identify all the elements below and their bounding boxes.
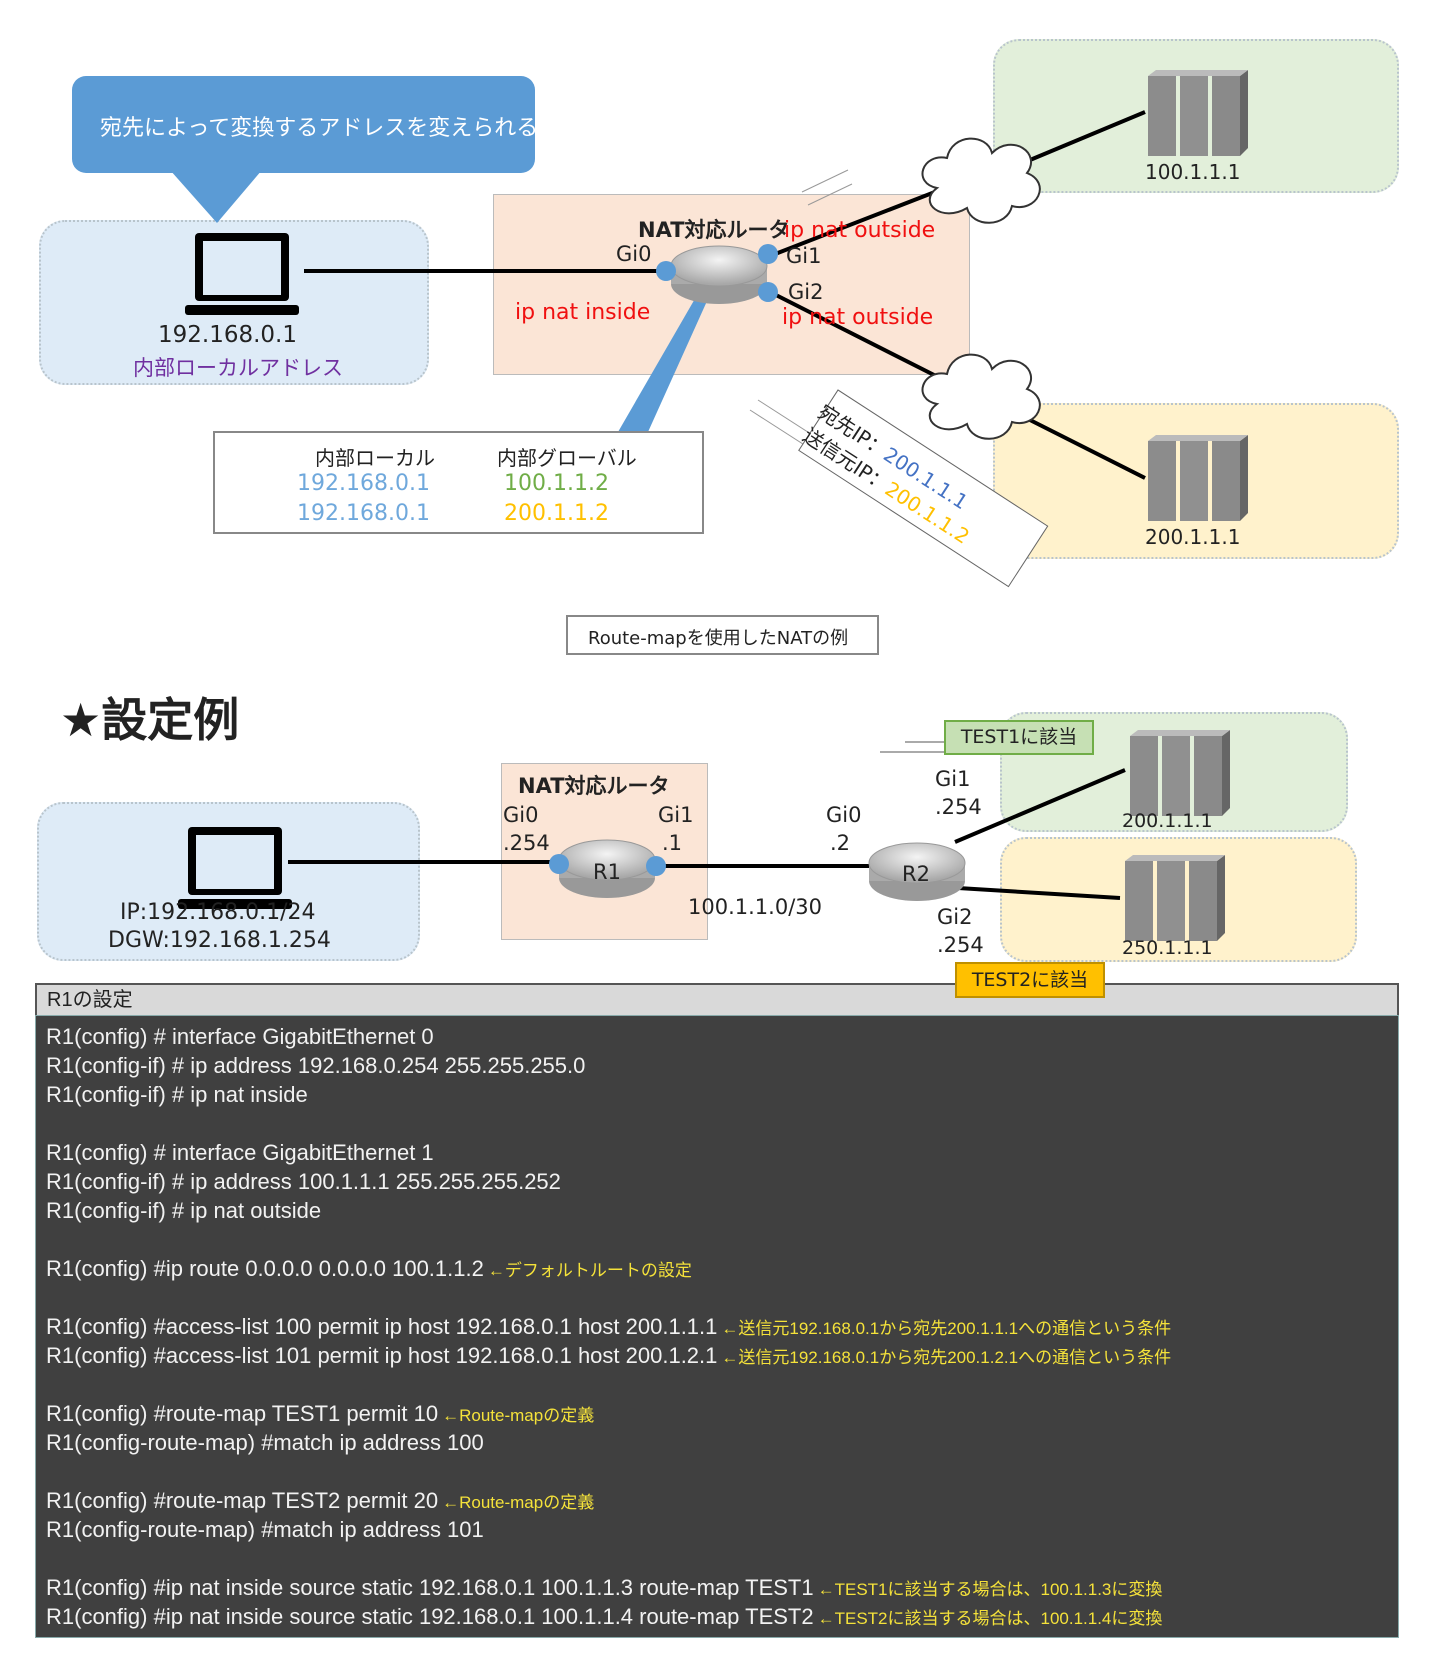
config-line: R1(config) # interface GigabitEthernet 1 <box>46 1138 1388 1167</box>
config-note: ←TEST2に該当する場合は、100.1.1.4に変換 <box>817 1609 1163 1628</box>
config-command: R1(config) #route-map TEST1 permit 10 <box>46 1401 439 1426</box>
config-line: R1(config-if) # ip nat outside <box>46 1196 1388 1225</box>
config-note: ←デフォルトルートの設定 <box>487 1261 692 1280</box>
r2-label: R2 <box>902 862 930 886</box>
config-command: R1(config-route-map) #match ip address 1… <box>46 1517 484 1542</box>
config-command: R1(config) # interface GigabitEthernet 1 <box>46 1140 434 1165</box>
r1-gi1: Gi1 <box>658 803 694 827</box>
config-command: R1(config) #route-map TEST2 permit 20 <box>46 1488 439 1513</box>
server2-ip: 200.1.1.1 <box>1145 525 1241 549</box>
ip-nat-inside-label: ip nat inside <box>515 300 651 325</box>
gi1-label: Gi1 <box>786 244 822 268</box>
config-command: R1(config) # interface GigabitEthernet 0 <box>46 1024 434 1049</box>
r2-gi1-ip: .254 <box>935 795 982 819</box>
config-line: R1(config) #ip nat inside source static … <box>46 1602 1388 1631</box>
config-command: R1(config-route-map) #match ip address 1… <box>46 1430 484 1455</box>
table-header-global: 内部グローバル <box>497 446 637 470</box>
config-command: R1(config) #ip nat inside source static … <box>46 1604 814 1629</box>
r2-gi0-ip: .2 <box>830 831 851 855</box>
config-command: R1(config-if) # ip nat outside <box>46 1198 322 1223</box>
gi0-label: Gi0 <box>616 242 652 266</box>
server1-ip-2: 200.1.1.1 <box>1122 810 1213 832</box>
config-command: R1(config-if) # ip nat inside <box>46 1082 308 1107</box>
config-line <box>46 1109 1388 1138</box>
router-title: NAT対応ルータ <box>638 218 790 242</box>
config-note: ←Route-mapの定義 <box>442 1493 595 1512</box>
config-command: R1(config) #access-list 101 permit ip ho… <box>46 1343 718 1368</box>
ip-nat-outside-label-1: ip nat outside <box>784 218 936 243</box>
config-line: R1(config-if) # ip address 192.168.0.254… <box>46 1051 1388 1080</box>
r1-label: R1 <box>593 860 621 884</box>
link-subnet: 100.1.1.0/30 <box>688 895 822 919</box>
table-header-local: 内部ローカル <box>315 446 435 470</box>
config-command: R1(config-if) # ip address 100.1.1.1 255… <box>46 1169 561 1194</box>
test2-badge: TEST2に該当 <box>955 962 1105 998</box>
config-title: R1の設定 <box>35 983 1399 1015</box>
section-heading: ★設定例 <box>60 693 240 747</box>
config-line: R1(config) #route-map TEST2 permit 20←Ro… <box>46 1486 1388 1515</box>
config-note: ←TEST1に該当する場合は、100.1.1.3に変換 <box>817 1580 1163 1599</box>
config-line: R1(config-route-map) #match ip address 1… <box>46 1428 1388 1457</box>
config-note: ←送信元192.168.0.1から宛先200.1.2.1への通信という条件 <box>721 1348 1172 1367</box>
r1-gi0-ip: .254 <box>503 831 550 855</box>
pc-label: 内部ローカルアドレス <box>133 356 343 380</box>
config-line: R1(config-if) # ip address 100.1.1.1 255… <box>46 1167 1388 1196</box>
r1-gi0: Gi0 <box>503 803 539 827</box>
config-command: R1(config) #ip nat inside source static … <box>46 1575 814 1600</box>
server2-ip-2: 250.1.1.1 <box>1122 937 1213 959</box>
figure-caption: Route-mapを使用したNATの例 <box>588 628 849 649</box>
config-command: R1(config) #ip route 0.0.0.0 0.0.0.0 100… <box>46 1256 484 1281</box>
test1-badge: TEST1に該当 <box>944 720 1094 755</box>
nat-table-box <box>213 431 704 534</box>
config-line: R1(config) #ip nat inside source static … <box>46 1573 1388 1602</box>
table-cell: 100.1.1.2 <box>504 471 609 496</box>
r2-gi2-ip: .254 <box>937 933 984 957</box>
pc-ip: 192.168.0.1 <box>158 322 297 348</box>
r2-gi1: Gi1 <box>935 767 971 791</box>
config-command: R1(config-if) # ip address 192.168.0.254… <box>46 1053 586 1078</box>
config-line <box>46 1370 1388 1399</box>
pc-dgw: DGW:192.168.1.254 <box>108 928 331 953</box>
config-command: R1(config) #access-list 100 permit ip ho… <box>46 1314 718 1339</box>
config-line <box>46 1283 1388 1312</box>
table-cell: 192.168.0.1 <box>297 471 430 496</box>
config-line: R1(config) #ip route 0.0.0.0 0.0.0.0 100… <box>46 1254 1388 1283</box>
server1-ip: 100.1.1.1 <box>1145 160 1241 184</box>
config-note: ←Route-mapの定義 <box>442 1406 595 1425</box>
router-title-2: NAT対応ルータ <box>518 774 670 798</box>
table-cell: 200.1.1.2 <box>504 501 609 526</box>
config-line: R1(config-if) # ip nat inside <box>46 1080 1388 1109</box>
ip-nat-outside-label-2: ip nat outside <box>782 305 934 330</box>
r2-gi0: Gi0 <box>826 803 862 827</box>
r1-gi1-ip: .1 <box>662 831 683 855</box>
config-line: R1(config) #access-list 100 permit ip ho… <box>46 1312 1388 1341</box>
config-line <box>46 1544 1388 1573</box>
r2-gi2: Gi2 <box>937 905 973 929</box>
config-line: R1(config) # interface GigabitEthernet 0 <box>46 1022 1388 1051</box>
config-line: R1(config-route-map) #match ip address 1… <box>46 1515 1388 1544</box>
config-line <box>46 1457 1388 1486</box>
config-line: R1(config) #access-list 101 permit ip ho… <box>46 1341 1388 1370</box>
gi2-label: Gi2 <box>788 280 824 304</box>
config-code-block: R1(config) # interface GigabitEthernet 0… <box>35 1015 1399 1638</box>
config-line: R1(config) #route-map TEST1 permit 10←Ro… <box>46 1399 1388 1428</box>
config-note: ←送信元192.168.0.1から宛先200.1.1.1への通信という条件 <box>721 1319 1172 1338</box>
callout-box <box>72 76 535 173</box>
callout-text: 宛先によって変換するアドレスを変えられる <box>100 116 539 141</box>
table-cell: 192.168.0.1 <box>297 501 430 526</box>
pc-ip-2: IP:192.168.0.1/24 <box>120 900 316 925</box>
config-line <box>46 1225 1388 1254</box>
